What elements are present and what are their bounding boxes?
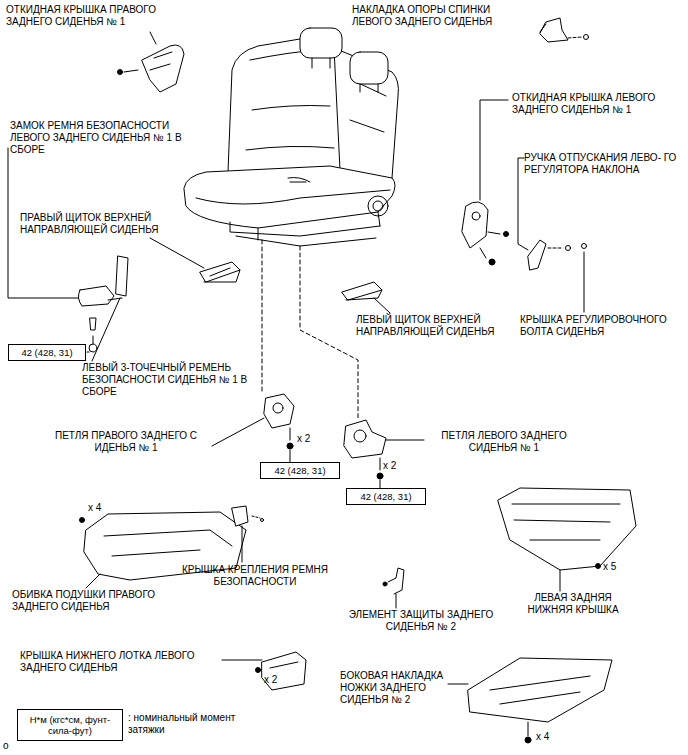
leader-lines <box>8 24 584 684</box>
flip-cover-right <box>142 45 184 92</box>
torque-box: 42 (428, 31) <box>8 344 86 361</box>
part-label: ЛЕВЫЙ ЩИТОК ВЕРХНЕЙ НАПРАВЛЯЮЩЕЙ СИДЕНЬЯ <box>356 314 521 338</box>
quantity-label: x 4 <box>88 502 112 514</box>
part-label: РУЧКА ОТПУСКАНИЯ ЛЕВО- ГО РЕГУЛЯТОРА НАК… <box>524 152 684 176</box>
box-text: 42 (428, 31) <box>274 465 325 476</box>
part-label: ЛЕВЫЙ 3-ТОЧЕЧНЫЙ РЕМЕНЬ БЕЗОПАСНОСТИ СИД… <box>82 362 254 398</box>
part-label: : номинальный момент затяжки <box>128 712 248 736</box>
part-label: КРЫШКА НИЖНЕГО ЛОТКА ЛЕВОГО ЗАДНЕГО СИДЕ… <box>20 650 226 674</box>
part-label: ПЕТЛЯ ПРАВОГО ЗАДНЕГО С ИДЕНЬЯ № 1 <box>42 430 210 454</box>
legend-box: Н*м (кгс*см, фунт-сила-фут) <box>17 709 123 741</box>
quantity-label: x 2 <box>383 460 407 472</box>
box-text: 42 (428, 31) <box>360 491 411 502</box>
part-label: ПРАВЫЙ ЩИТОК ВЕРХНЕЙ НАПРАВЛЯЮЩЕЙ СИДЕНЬ… <box>20 212 190 236</box>
part-label: ОТКИДНАЯ КРЫШКА ЛЕВОГО ЗАДНЕГО СИДЕНЬЯ №… <box>512 92 684 116</box>
box-text: Н*м (кгс*см, фунт-сила-фут) <box>22 714 118 736</box>
quantity-label: x 2 <box>264 674 288 686</box>
quantity-label: x 2 <box>297 433 321 445</box>
part-label: НАКЛАДКА ОПОРЫ СПИНКИ ЛЕВОГО ЗАДНЕГО СИД… <box>352 4 522 28</box>
quantity-label: x 4 <box>536 731 560 743</box>
part-label: БОКОВАЯ НАКЛАДКА НОЖКИ ЗАДНЕГО СИДЕНЬЯ №… <box>340 670 452 706</box>
part-label: ПЕТЛЯ ЛЕВОГО ЗАДНЕГО СИДЕНЬЯ № 1 <box>426 430 582 454</box>
torque-box: 42 (428, 31) <box>260 462 340 479</box>
part-label: o <box>3 740 17 752</box>
torque-box: 42 (428, 31) <box>346 488 426 505</box>
part-label: КРЫШКА КРЕПЛЕНИЯ РЕМНЯ БЕЗОПАСНОСТИ <box>180 564 330 588</box>
part-label: ЭЛЕМЕНТ ЗАЩИТЫ ЗАДНЕГО СИДЕНЬЯ № 2 <box>346 609 496 633</box>
part-label: ЛЕВАЯ ЗАДНЯЯ НИЖНЯЯ КРЫШКА <box>518 592 628 616</box>
part-label: ЗАМОК РЕМНЯ БЕЗОПАСНОСТИ ЛЕВОГО ЗАДНЕГО … <box>10 120 190 156</box>
part-label: ОТКИДНАЯ КРЫШКА ПРАВОГО ЗАДНЕГО СИДЕНЬЯ … <box>6 4 178 28</box>
part-label: КРЫШКА РЕГУЛИРОВОЧНОГО БОЛТА СИДЕНЬЯ <box>520 314 684 338</box>
box-text: 42 (428, 31) <box>21 347 72 358</box>
quantity-label: x 5 <box>603 561 627 573</box>
part-label: ОБИВКА ПОДУШКИ ПРАВОГО ЗАДНЕГО СИДЕНЬЯ <box>12 589 184 613</box>
rear-seat-drawing <box>184 28 398 246</box>
